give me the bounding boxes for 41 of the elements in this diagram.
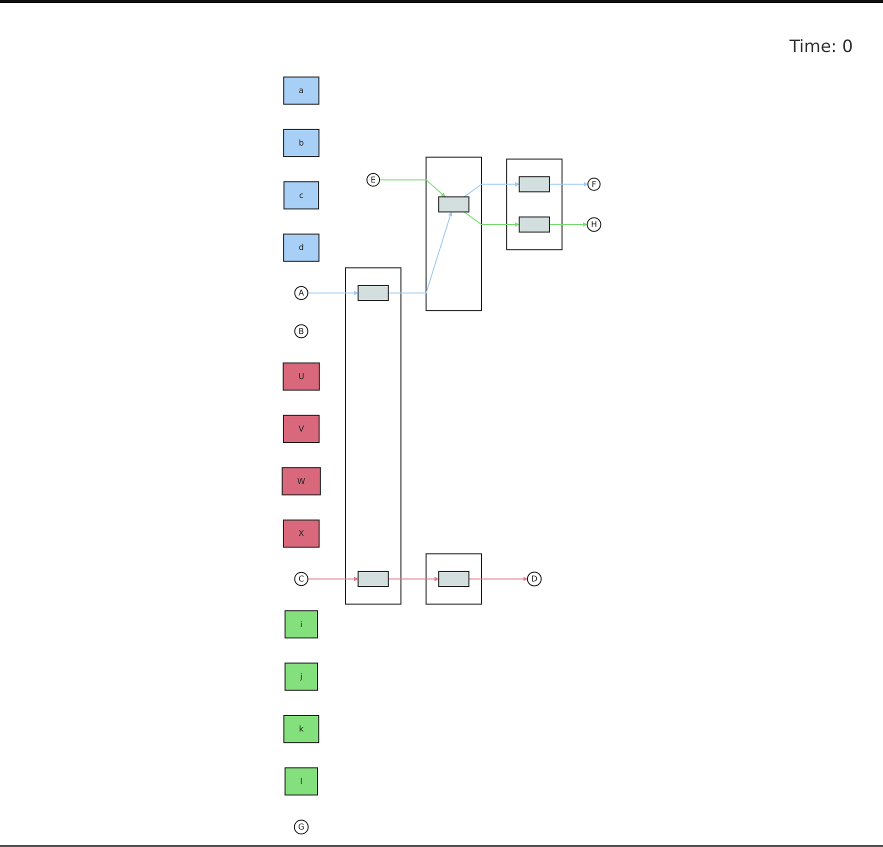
- node-circle: G: [294, 820, 309, 834]
- cluster: [426, 156, 482, 312]
- node-box: d: [283, 234, 320, 262]
- node-box: [438, 570, 470, 588]
- node-box: V: [282, 414, 320, 443]
- node-box: W: [282, 467, 321, 496]
- node-circle: B: [294, 324, 308, 338]
- cluster: [426, 553, 482, 605]
- arrow: [308, 290, 358, 296]
- arrow: [388, 576, 439, 582]
- node-circle: C: [294, 572, 308, 586]
- arrow: [464, 182, 520, 198]
- node-circle: D: [526, 572, 542, 586]
- arrow: [388, 212, 452, 294]
- node-box: b: [283, 128, 320, 158]
- node-box: k: [283, 714, 320, 744]
- node-circle: F: [587, 178, 601, 191]
- node-box: a: [283, 76, 320, 105]
- node-circle: E: [366, 173, 380, 187]
- node-box: X: [282, 520, 320, 548]
- node-box: [518, 216, 550, 233]
- node-box: l: [284, 767, 318, 796]
- node-box: j: [284, 662, 318, 691]
- node-box: [358, 284, 389, 302]
- arrow: [549, 182, 588, 186]
- node-box: [518, 176, 550, 192]
- node-box: c: [283, 181, 320, 210]
- node-box: [358, 570, 389, 588]
- node-circle: H: [586, 217, 602, 232]
- node-box: U: [282, 362, 320, 391]
- arrow: [549, 222, 588, 227]
- node-box: [438, 196, 470, 212]
- node-circle: A: [294, 286, 308, 300]
- time-label: Time: 0: [789, 37, 853, 57]
- arrow: [308, 576, 358, 582]
- node-box: i: [284, 610, 318, 638]
- cluster: [345, 267, 402, 605]
- arrow: [468, 576, 528, 582]
- arrow: [380, 179, 446, 198]
- arrow: [464, 212, 520, 227]
- cluster: [506, 158, 563, 250]
